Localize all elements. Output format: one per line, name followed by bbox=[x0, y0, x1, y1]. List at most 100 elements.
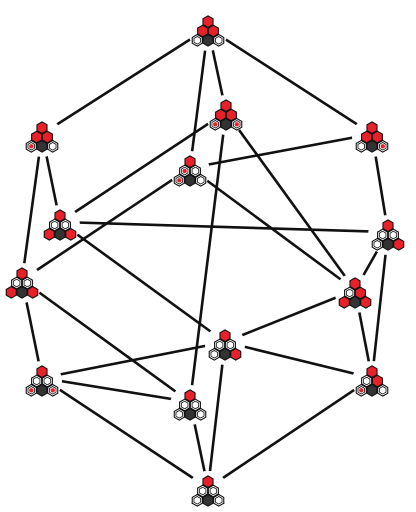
hex-cell-top bbox=[202, 475, 214, 489]
hex-cell-mid-right bbox=[354, 286, 366, 300]
edge-n11-n13 bbox=[207, 376, 373, 490]
lattice-node-n4 bbox=[40, 205, 80, 245]
hex-cell-mid-right bbox=[41, 130, 53, 144]
hex-cell-bot-left bbox=[371, 237, 383, 251]
hex-cell-top bbox=[54, 209, 66, 223]
hex-cell-bot-right bbox=[195, 173, 207, 187]
hex-cell-top bbox=[382, 219, 394, 233]
edge-n2-n7 bbox=[20, 133, 44, 281]
hex-cell-mid-right bbox=[21, 276, 33, 290]
hex-inner-ring bbox=[198, 486, 207, 496]
hex-inner-ring bbox=[180, 166, 189, 176]
lattice-node-n7 bbox=[2, 263, 42, 303]
hex-cell-mid-left bbox=[49, 218, 61, 232]
hex-dot bbox=[213, 122, 218, 127]
hex-cell-bot-center bbox=[349, 295, 361, 309]
hex-inner-ring bbox=[191, 400, 200, 410]
hex-cell-mid-left bbox=[31, 374, 43, 388]
hex-inner-ring bbox=[215, 496, 223, 505]
hex-cell-mid-right bbox=[189, 164, 201, 178]
hex-cell-top bbox=[184, 389, 196, 403]
lattice-node-n11 bbox=[352, 361, 392, 401]
hex-cell-mid-right bbox=[371, 374, 383, 388]
hex-cell-mid-left bbox=[361, 130, 373, 144]
hex-inner-ring bbox=[389, 230, 398, 240]
lattice-node-n0 bbox=[188, 11, 228, 51]
hex-cell-top bbox=[36, 365, 48, 379]
lattice-node-n9 bbox=[205, 325, 245, 365]
hex-inner-ring bbox=[215, 36, 223, 45]
hex-inner-ring bbox=[226, 340, 235, 350]
hex-cell-mid-left bbox=[215, 108, 227, 122]
hex-inner-ring bbox=[378, 230, 387, 240]
edge-n0-n5 bbox=[188, 27, 210, 169]
hex-inner-ring bbox=[50, 220, 59, 230]
hex-cell-bot-right bbox=[47, 139, 59, 153]
edge-n3-n5 bbox=[189, 132, 373, 170]
edge-n9-n10 bbox=[41, 340, 226, 380]
lattice-node-n3 bbox=[352, 117, 392, 157]
edge-n4-n6 bbox=[59, 220, 389, 234]
lattice-node-n1 bbox=[206, 95, 246, 135]
hex-cell-bot-right bbox=[213, 33, 225, 47]
hex-inner-ring bbox=[32, 376, 41, 386]
hex-dot bbox=[396, 242, 401, 247]
hex-inner-ring bbox=[362, 376, 371, 386]
hex-dot bbox=[50, 388, 55, 393]
hex-inner-ring bbox=[357, 386, 365, 395]
hex-cell-bot-left bbox=[355, 139, 367, 153]
hex-cell-bot-center bbox=[36, 383, 48, 397]
hex-cell-bot-center bbox=[366, 139, 378, 153]
hex-inner-ring bbox=[49, 386, 57, 395]
hex-cell-mid-right bbox=[371, 130, 383, 144]
hex-cell-bot-center bbox=[16, 285, 28, 299]
hex-inner-ring bbox=[27, 142, 35, 151]
hex-cell-bot-center bbox=[54, 227, 66, 241]
hex-inner-ring bbox=[345, 288, 354, 298]
edges-layer bbox=[20, 26, 390, 490]
hex-inner-ring bbox=[211, 120, 219, 129]
edge-n0-n3 bbox=[207, 26, 373, 136]
hex-dot bbox=[177, 178, 182, 183]
nodes-layer bbox=[2, 11, 408, 511]
edge-n1-n4 bbox=[59, 110, 227, 224]
hex-cell-mid-left bbox=[197, 484, 209, 498]
lattice-node-n6 bbox=[368, 215, 408, 255]
lattice-node-n8 bbox=[335, 273, 375, 313]
hex-inner-ring bbox=[210, 350, 218, 359]
hex-cell-bot-left bbox=[173, 407, 185, 421]
hex-cell-bot-left bbox=[208, 347, 220, 361]
hex-inner-ring bbox=[23, 278, 32, 288]
hex-cell-mid-left bbox=[11, 276, 23, 290]
hex-cell-top bbox=[184, 155, 196, 169]
hex-cell-mid-left bbox=[377, 228, 389, 242]
hex-dot bbox=[359, 388, 364, 393]
hex-cell-mid-left bbox=[344, 286, 356, 300]
hex-cell-bot-center bbox=[202, 33, 214, 47]
edge-n7-n12 bbox=[21, 278, 191, 404]
hex-cell-bot-right bbox=[195, 407, 207, 421]
hex-inner-ring bbox=[43, 376, 52, 386]
hex-cell-bot-left bbox=[191, 33, 203, 47]
edge-n1-n8 bbox=[224, 111, 357, 291]
hex-cell-mid-right bbox=[224, 338, 236, 352]
lattice-node-n5 bbox=[170, 151, 210, 191]
hex-cell-bot-right bbox=[360, 295, 372, 309]
hex-cell-bot-right bbox=[65, 227, 77, 241]
edge-n0-n2 bbox=[41, 26, 209, 136]
hex-cell-mid-right bbox=[207, 24, 219, 38]
hex-cell-mid-right bbox=[207, 484, 219, 498]
hex-cell-top bbox=[202, 15, 214, 29]
hex-inner-ring bbox=[379, 386, 387, 395]
hex-dot bbox=[29, 388, 34, 393]
hex-cell-mid-right bbox=[225, 108, 237, 122]
hex-cell-bot-left bbox=[43, 227, 55, 241]
hex-cell-bot-center bbox=[202, 493, 214, 507]
edge-n11-n9 bbox=[224, 340, 373, 380]
hex-cell-mid-right bbox=[387, 228, 399, 242]
lattice-node-n2 bbox=[22, 117, 62, 157]
hex-cell-top bbox=[36, 121, 48, 135]
hex-cell-mid-left bbox=[361, 374, 373, 388]
edge-n10-n13 bbox=[41, 376, 209, 490]
